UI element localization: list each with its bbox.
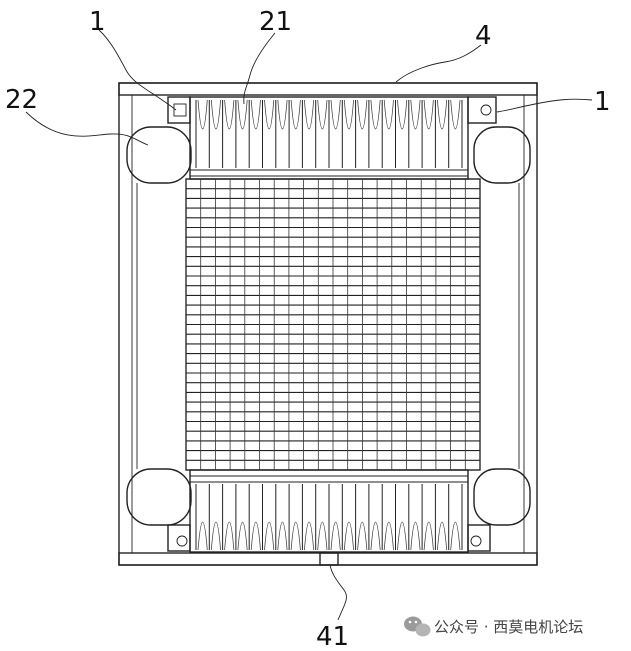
clamp-bottom-right: [467, 524, 491, 552]
clamp-top-left: [167, 96, 191, 124]
clamp-bottom-left: [167, 524, 191, 552]
label-22: 22: [5, 85, 38, 115]
label-21: 21: [259, 7, 292, 37]
wechat-icon: [404, 616, 431, 637]
label-1-right: 1: [594, 87, 611, 117]
watermark-text: 公众号 · 西莫电机论坛: [434, 618, 583, 636]
housing-bottom-wall: [118, 552, 538, 566]
housing: [118, 82, 538, 566]
housing-top-wall: [118, 82, 538, 96]
label-1-left: 1: [89, 7, 106, 37]
label-4: 4: [475, 21, 492, 51]
watermark: 公众号 · 西莫电机论坛: [404, 616, 583, 637]
clamp-top-right: [467, 96, 497, 124]
clamps: [167, 96, 497, 552]
stator-core-bottom: [189, 469, 469, 553]
end-winding-top-left: [126, 126, 192, 184]
housing-port: [319, 552, 339, 566]
end-winding-top-right: [473, 126, 531, 184]
winding-grid: [185, 178, 481, 471]
end-windings: [126, 126, 531, 526]
leader-lines: [25, 29, 593, 621]
end-winding-bottom-right: [473, 468, 531, 526]
label-41: 41: [316, 622, 349, 651]
stator-core-top: [189, 96, 469, 180]
end-winding-bottom-left: [126, 468, 192, 526]
